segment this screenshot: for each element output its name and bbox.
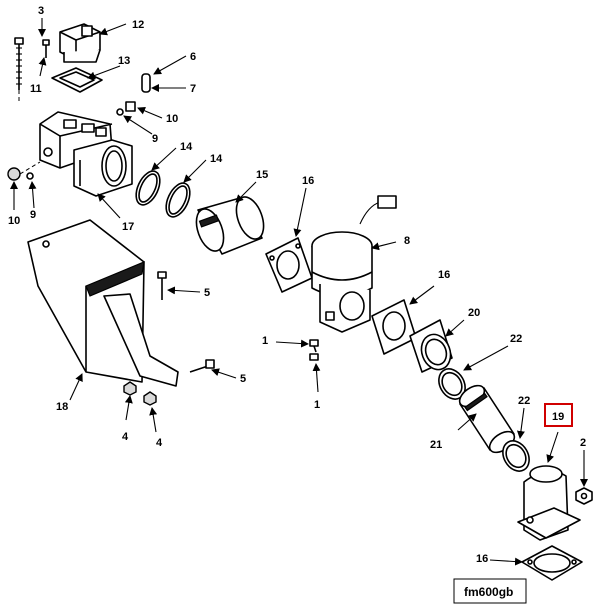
leader-6 <box>153 55 187 75</box>
sensor-gasket-part <box>51 67 103 93</box>
nut-part <box>575 487 593 505</box>
square-gasket-lower-part <box>521 545 583 581</box>
callout-21: 21 <box>430 439 442 451</box>
leader-15 <box>235 181 257 203</box>
long-bolt-part <box>14 37 24 104</box>
callout-10b: 10 <box>8 215 20 227</box>
callout-22a: 22 <box>510 333 522 345</box>
leader-8 <box>371 241 397 251</box>
leader-1b <box>312 363 321 393</box>
leader-22b <box>516 407 525 439</box>
callout-9b: 9 <box>30 209 36 221</box>
callout-9a: 9 <box>152 133 158 145</box>
fasteners-part <box>123 271 319 406</box>
callout-3: 3 <box>38 5 44 17</box>
actuator-valve-part <box>311 195 397 333</box>
callout-1b: 1 <box>314 399 320 411</box>
figure-label: fm600gb <box>464 585 513 599</box>
callout-6: 6 <box>190 51 196 63</box>
callout-17: 17 <box>122 221 134 233</box>
leader-1a <box>275 339 309 348</box>
callout-19: 19 <box>552 411 564 423</box>
callout-15: 15 <box>256 169 268 181</box>
roll-pin-part <box>141 73 151 93</box>
o-rings-part <box>135 170 191 218</box>
leader-16c <box>489 557 523 566</box>
leader-10a <box>137 107 163 119</box>
callout-19-highlight-box <box>544 403 573 427</box>
connecting-pipe-part <box>458 384 516 454</box>
leader-20 <box>445 319 465 337</box>
leader-14b <box>183 159 207 183</box>
leader-5b <box>211 368 237 379</box>
heat-shield-part <box>27 219 179 387</box>
leader-16a <box>293 187 307 237</box>
leader-12 <box>99 23 127 36</box>
intake-flange-part <box>73 139 133 197</box>
callout-14a: 14 <box>180 141 193 153</box>
square-gasket-upper-part <box>265 237 313 293</box>
callout-13: 13 <box>118 55 130 67</box>
callout-2: 2 <box>580 437 586 449</box>
leader-9b <box>28 181 37 209</box>
leader-11 <box>38 57 47 77</box>
callout-16c: 16 <box>476 553 488 565</box>
callout-5a: 5 <box>204 287 210 299</box>
plug-washer-left-part <box>7 161 41 181</box>
callout-8: 8 <box>404 235 410 247</box>
clamp-ring-lower-part <box>502 440 530 472</box>
callout-16a: 16 <box>302 175 314 187</box>
callout-16b: 16 <box>438 269 450 281</box>
leader-9a <box>123 115 153 135</box>
square-gasket-middle-part <box>371 299 417 355</box>
leader-21 <box>457 413 477 431</box>
leader-17 <box>97 193 121 219</box>
leader-16b <box>409 285 435 305</box>
leader-13 <box>87 65 121 80</box>
outlet-elbow-part <box>517 465 581 541</box>
outlet-flange-part <box>409 319 453 373</box>
leader-14a <box>151 147 177 171</box>
callout-7: 7 <box>190 83 196 95</box>
sensor-block-part <box>59 23 101 63</box>
plug-washer-right-part <box>116 101 136 116</box>
small-screw-part <box>42 39 50 58</box>
leader-4b <box>149 407 158 433</box>
leader-5a <box>167 286 201 295</box>
callout-14b: 14 <box>210 153 223 165</box>
callout-22b: 22 <box>518 395 530 407</box>
leader-19 <box>546 431 559 463</box>
callout-20: 20 <box>468 307 480 319</box>
callout-10a: 10 <box>166 113 178 125</box>
clamp-ring-upper-part <box>438 368 466 400</box>
callout-4a: 4 <box>122 431 129 443</box>
leader-4a <box>124 395 133 421</box>
callout-1a: 1 <box>262 335 268 347</box>
callout-12: 12 <box>132 19 144 31</box>
callout-11: 11 <box>30 83 42 95</box>
leader-22a <box>463 345 509 371</box>
callout-5b: 5 <box>240 373 246 385</box>
callout-4b: 4 <box>156 437 163 449</box>
callout-18: 18 <box>56 401 68 413</box>
figure-label-box <box>453 578 527 604</box>
leader-18 <box>69 373 83 401</box>
connector-sleeve-part <box>195 196 265 255</box>
